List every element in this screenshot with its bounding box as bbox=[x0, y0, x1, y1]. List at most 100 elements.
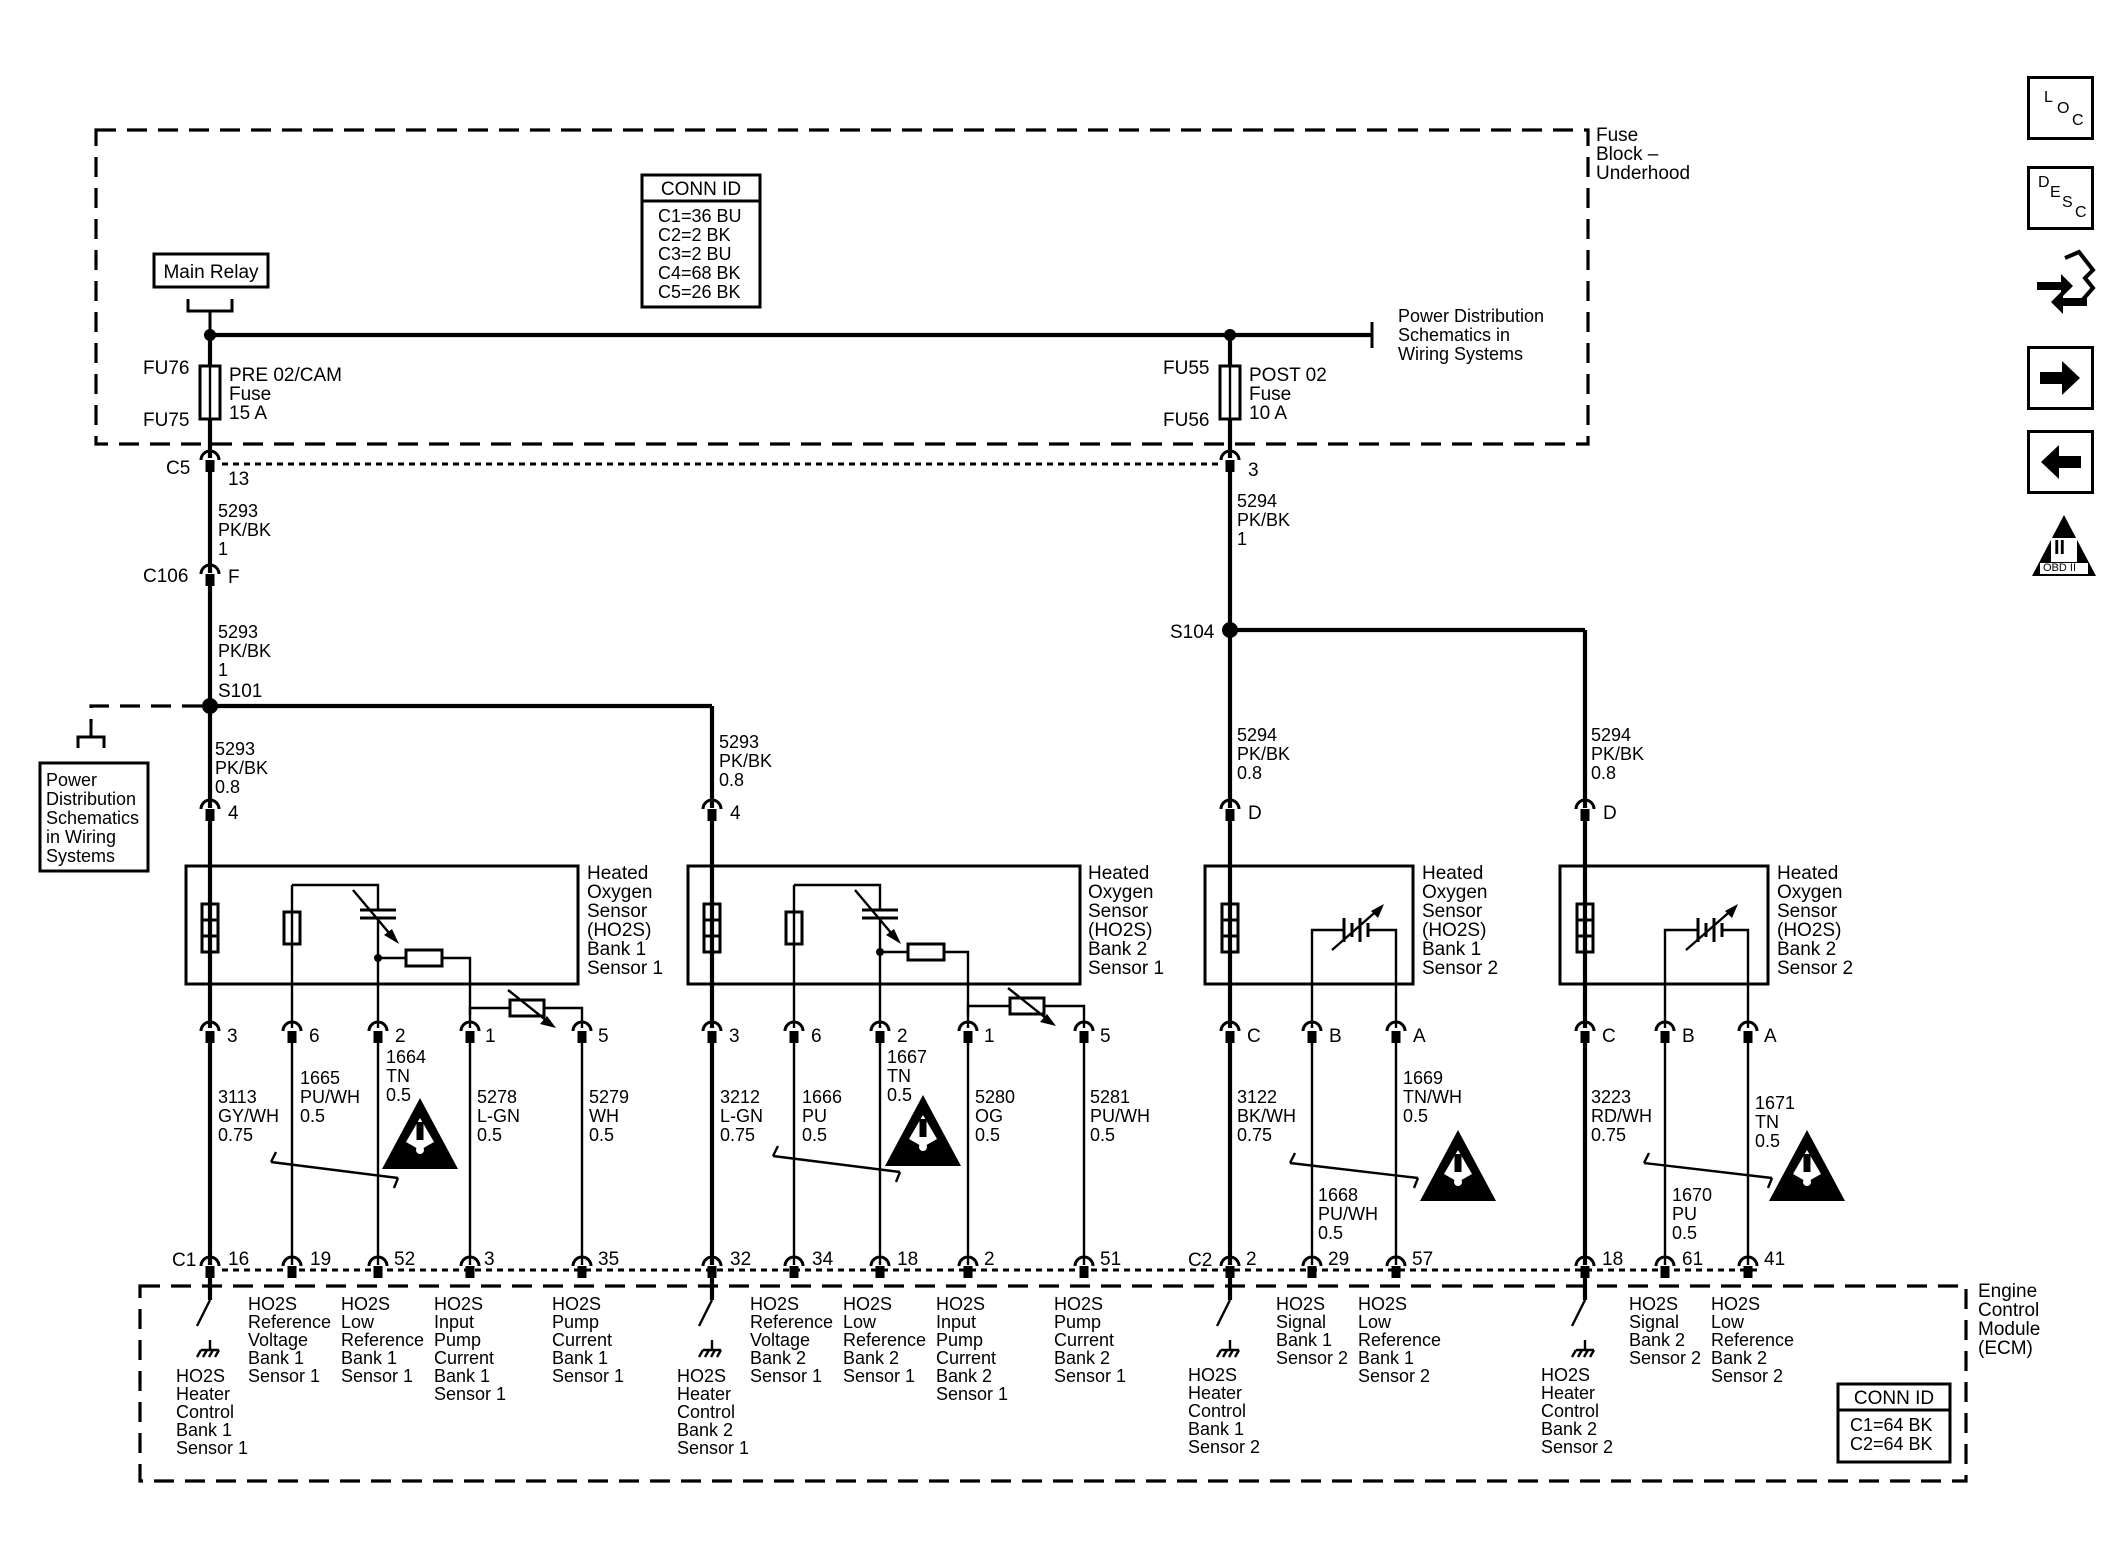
sensor1-pin: 5 bbox=[598, 1026, 609, 1047]
wire-label: 5294 bbox=[1591, 725, 1631, 745]
ecm-pin: 34 bbox=[812, 1249, 834, 1270]
left-arrow-icon bbox=[2041, 445, 2081, 479]
loc-letter: L bbox=[2044, 89, 2053, 106]
ecm-function-label: Pump bbox=[1054, 1312, 1101, 1332]
ecm-function-label: Bank 1 bbox=[1188, 1419, 1244, 1439]
conn-id-bottom-row: C1=64 BK bbox=[1850, 1415, 1933, 1435]
ecm-function-label: Bank 2 bbox=[1711, 1348, 1767, 1368]
ecm-function-label: Bank 1 bbox=[176, 1420, 232, 1440]
ecm-function-label: Voltage bbox=[248, 1330, 308, 1350]
wire-label: 0.5 bbox=[589, 1125, 614, 1145]
ecm-function-label: HO2S bbox=[248, 1294, 297, 1314]
warning-icon bbox=[1769, 1130, 1845, 1201]
ecm-function-label: Low bbox=[1358, 1312, 1392, 1332]
fuse-right-label: POST 02 bbox=[1249, 365, 1327, 386]
ecm-function-label: Control bbox=[176, 1402, 234, 1422]
ecm-function-label: Sensor 1 bbox=[341, 1366, 413, 1386]
wire-label: 1664 bbox=[386, 1047, 426, 1067]
wire-label: 0.8 bbox=[1591, 763, 1616, 783]
pds-right-label: Wiring Systems bbox=[1398, 344, 1523, 364]
ecm-pin: 41 bbox=[1764, 1249, 1785, 1270]
ecm-function-label: Current bbox=[434, 1348, 494, 1368]
wire-label: 5293 bbox=[215, 739, 255, 759]
wire-label: 0.5 bbox=[887, 1085, 912, 1105]
sensor3-title: Sensor 2 bbox=[1422, 958, 1498, 979]
sensor2-pin: 1 bbox=[984, 1026, 995, 1047]
pds-left-label: Power bbox=[46, 770, 97, 790]
sensor1-title: Bank 1 bbox=[587, 939, 646, 960]
ecm-pin: 51 bbox=[1100, 1249, 1121, 1270]
wire-label: 1665 bbox=[300, 1068, 340, 1088]
ecm-function-label: Bank 2 bbox=[843, 1348, 899, 1368]
sensor-b1s2-box bbox=[1203, 864, 1415, 986]
ecm-function-label: Reference bbox=[341, 1330, 424, 1350]
sensor3-title: Bank 1 bbox=[1422, 939, 1481, 960]
wire-label: 0.8 bbox=[719, 770, 744, 790]
wire-label: 1 bbox=[218, 539, 228, 559]
ecm-label: (ECM) bbox=[1978, 1338, 2033, 1359]
ecm-function-label: HO2S bbox=[750, 1294, 799, 1314]
location-button[interactable]: L O C bbox=[2027, 76, 2094, 140]
sensor2-pin: 2 bbox=[897, 1026, 908, 1047]
previous-page-button[interactable] bbox=[2027, 430, 2094, 494]
obd-ii-text: OBD II bbox=[2043, 562, 2077, 574]
loc-letter: C bbox=[2072, 112, 2084, 129]
sensor3-title: Oxygen bbox=[1422, 882, 1487, 903]
c106-pin: F bbox=[228, 567, 240, 588]
wire-label: PK/BK bbox=[1237, 744, 1290, 764]
obd-ii-button[interactable]: II OBD II bbox=[2030, 512, 2098, 580]
wire-label: 5278 bbox=[477, 1087, 517, 1107]
plug-arrows-icon bbox=[2037, 249, 2096, 314]
ecm-function-label: HO2S bbox=[936, 1294, 985, 1314]
ecm-function-label: HO2S bbox=[843, 1294, 892, 1314]
ecm-pin: 29 bbox=[1328, 1249, 1349, 1270]
wire-label: 1 bbox=[218, 660, 228, 680]
sensor2-title: Bank 2 bbox=[1088, 939, 1147, 960]
ecm-function-label: Sensor 1 bbox=[176, 1438, 248, 1458]
conn-id-bottom-row: C2=64 BK bbox=[1850, 1434, 1933, 1454]
main-relay-box bbox=[152, 252, 270, 289]
fuse-left-label: PRE 02/CAM bbox=[229, 365, 342, 386]
ecm-function-label: Low bbox=[1711, 1312, 1745, 1332]
pds-right-label: Power Distribution bbox=[1398, 306, 1544, 326]
warning-icon bbox=[382, 1098, 458, 1169]
pds-right-label: Schematics in bbox=[1398, 325, 1510, 345]
sensor2-title: Heated bbox=[1088, 863, 1149, 884]
wire-label: 5279 bbox=[589, 1087, 629, 1107]
ecm-function-label: Bank 2 bbox=[1541, 1419, 1597, 1439]
warning-icon bbox=[1420, 1130, 1496, 1201]
conn-id-title-top: CONN ID bbox=[661, 179, 741, 200]
wire-label: 3223 bbox=[1591, 1087, 1631, 1107]
ecm-pin: 35 bbox=[598, 1249, 619, 1270]
conn-id-top-row: C4=68 BK bbox=[658, 263, 741, 283]
next-page-button[interactable] bbox=[2027, 346, 2094, 410]
ecm-function-label: Reference bbox=[1711, 1330, 1794, 1350]
sensor1-title: Oxygen bbox=[587, 882, 652, 903]
c5-left-pin: 13 bbox=[228, 469, 249, 490]
sensor4-title: Bank 2 bbox=[1777, 939, 1836, 960]
description-button[interactable]: D E S C bbox=[2027, 166, 2094, 230]
fuse-block-outline bbox=[94, 128, 1590, 446]
fuse-left-bottom-id: FU75 bbox=[143, 410, 189, 431]
ecm-function-label: Bank 1 bbox=[248, 1348, 304, 1368]
ecm-function-label: Sensor 2 bbox=[1276, 1348, 1348, 1368]
wire-label: RD/WH bbox=[1591, 1106, 1652, 1126]
wire-label: PK/BK bbox=[215, 758, 268, 778]
sensor1-top-pin: 4 bbox=[228, 803, 239, 824]
wire-label: PK/BK bbox=[218, 641, 271, 661]
ecm-function-label: Sensor 1 bbox=[843, 1366, 915, 1386]
ecm-function-label: Control bbox=[677, 1402, 735, 1422]
wire-label: 5293 bbox=[218, 622, 258, 642]
wire-label: 5293 bbox=[218, 501, 258, 521]
ecm-function-label: HO2S bbox=[1629, 1294, 1678, 1314]
conn-id-top-row: C3=2 BU bbox=[658, 244, 732, 264]
connector-end-view-button[interactable] bbox=[2027, 248, 2097, 324]
sensor1-title: Sensor 1 bbox=[587, 958, 663, 979]
wire-label: 0.5 bbox=[1318, 1223, 1343, 1243]
fuse-right-top-id: FU55 bbox=[1163, 358, 1209, 379]
wire-label: 3212 bbox=[720, 1087, 760, 1107]
sensor-b2s1-box bbox=[686, 864, 1082, 986]
wire-label: 0.8 bbox=[215, 777, 240, 797]
fuse-left-top-id: FU76 bbox=[143, 358, 189, 379]
sensor4-top-pin: D bbox=[1603, 803, 1617, 824]
